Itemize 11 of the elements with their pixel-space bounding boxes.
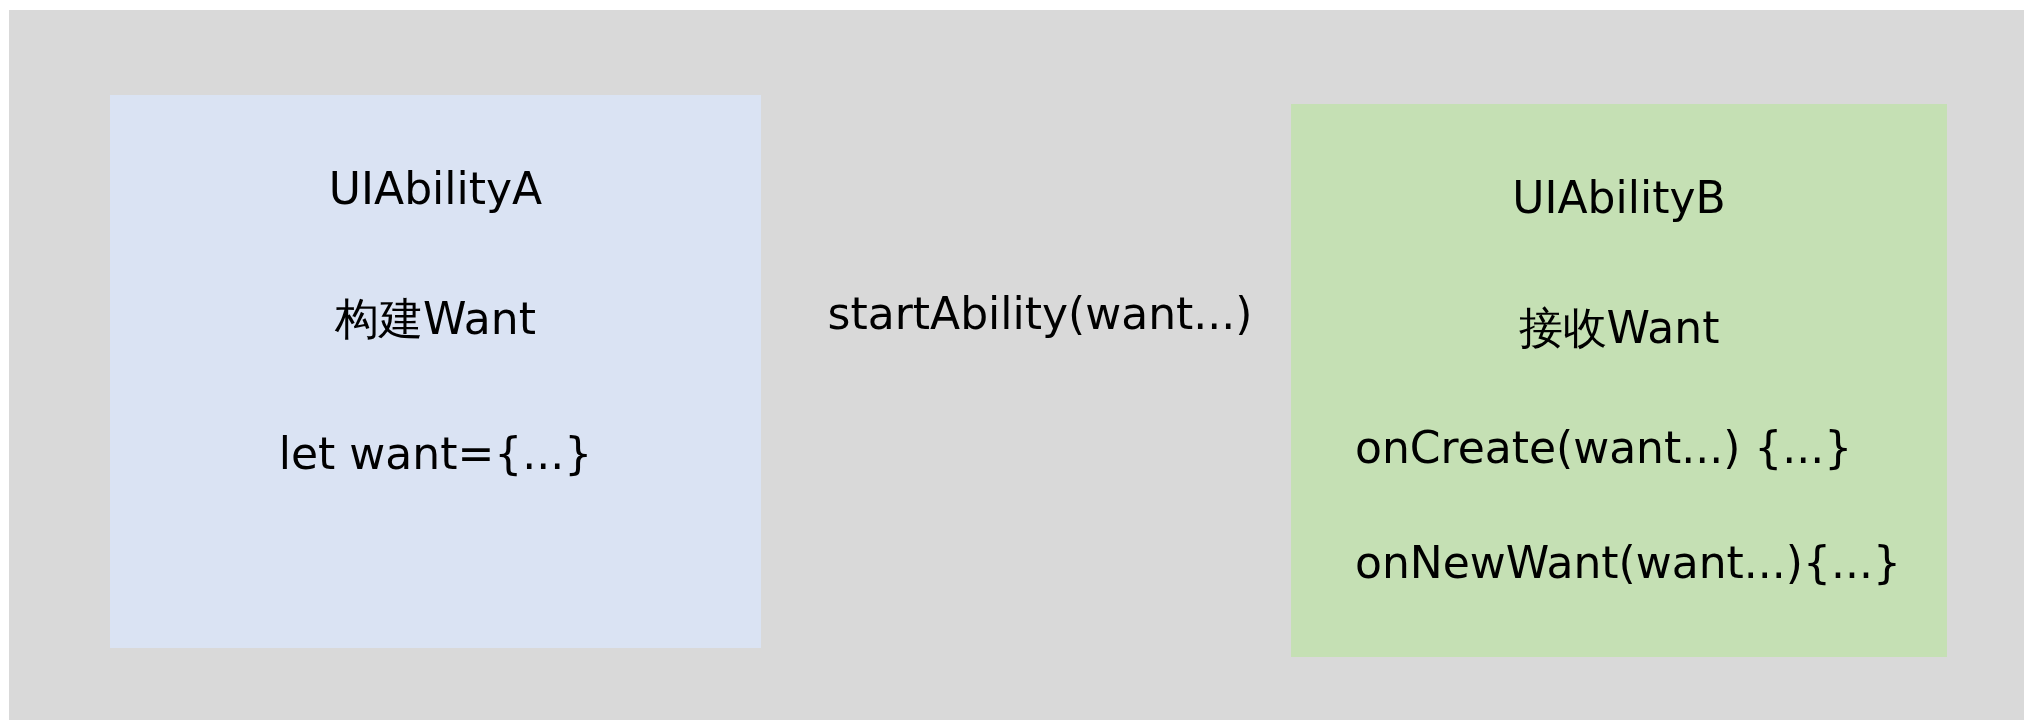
- code-text: onCreate(want...) {...}: [1355, 424, 1853, 473]
- component-box: [110, 95, 761, 648]
- code-text: let want={...}: [278, 430, 593, 479]
- box-text: 接收Want: [1518, 304, 1720, 353]
- box-title: UIAbilityA: [328, 165, 543, 214]
- box-text: 构建Want: [335, 295, 536, 344]
- call-label: startAbility(want...): [827, 290, 1253, 339]
- code-text: onNewWant(want...){...}: [1355, 539, 1901, 588]
- component-box: [1291, 104, 1947, 657]
- box-title: UIAbilityB: [1512, 174, 1726, 223]
- background-panel: [9, 10, 2024, 720]
